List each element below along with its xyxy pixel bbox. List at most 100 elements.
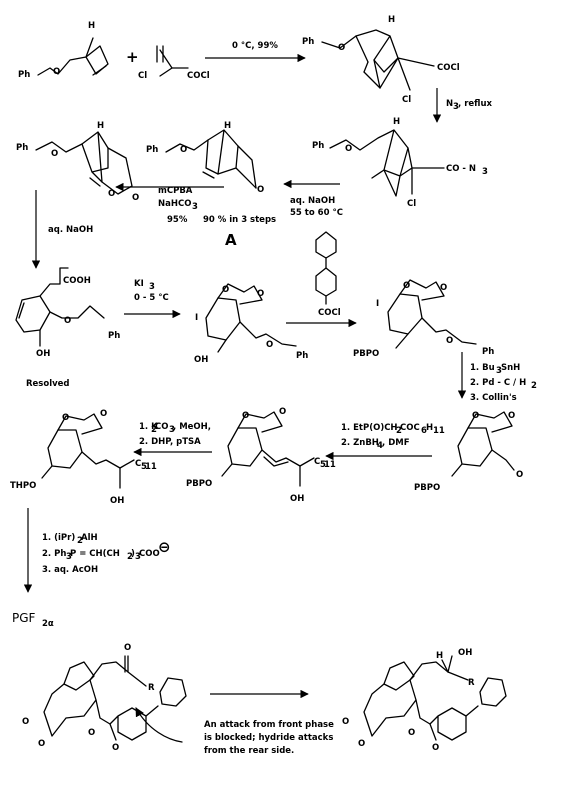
svg-text:3: 3	[496, 366, 502, 376]
svg-text:3: 3	[149, 282, 155, 292]
svg-text:3: 3	[192, 202, 198, 212]
svg-text:2: 2	[77, 536, 83, 546]
iodine-label: I	[195, 313, 198, 323]
svg-text:3: 3	[66, 552, 72, 562]
svg-text:11: 11	[145, 462, 157, 472]
benzyloxymethyl-cyclopentadiene: Ph O H	[18, 21, 109, 80]
arrow-step-1: 0 °C, 99%	[205, 41, 306, 63]
carboxylate-charge-icon: ⊖	[158, 538, 171, 556]
pbpo-label: PBPO	[414, 483, 440, 493]
oxygen-label: O	[22, 717, 29, 727]
oxygen-label: O	[51, 149, 58, 159]
svg-text:2: 2	[127, 552, 133, 562]
annotation-line: from the rear side.	[204, 746, 294, 756]
reagent-label: 2. Ph	[42, 549, 66, 559]
norbornene-acid-chloride: Ph O H COCl Cl	[302, 15, 460, 105]
svg-text:3: 3	[169, 425, 175, 435]
hydrogen-label: H	[88, 21, 95, 31]
arrow-step-10: 1. K 2 CO 3 , MeOH, 2. DHP, pTSA	[133, 422, 212, 457]
yield-label: 95%	[167, 215, 188, 225]
svg-text:2: 2	[531, 381, 537, 391]
arrow-step-2: N 3 , reflux	[432, 88, 492, 123]
arrow-step-11: 1. (iPr) 2 AlH 2. Ph 3 P = CH(CH 2 ) 3 C…	[23, 508, 171, 593]
r-group-label: R	[148, 683, 155, 693]
svg-text:4: 4	[377, 441, 383, 451]
reagent-label: KI	[134, 279, 144, 289]
hydrogen-label: H	[388, 15, 395, 25]
pgf-label: PGF	[12, 611, 36, 625]
reagent-label: 3. aq. AcOH	[42, 565, 98, 575]
oxygen-label: O	[53, 67, 60, 77]
acyl-chloride-label: COCl	[318, 308, 341, 318]
norbornene-acyl-azide: Ph O H CO - N 3 Cl	[312, 117, 488, 209]
pentyl-label: C	[314, 457, 320, 467]
svg-text:): )	[131, 549, 135, 559]
reagent-label: mCPBA	[158, 186, 193, 196]
hydroxyl-label: OH	[36, 349, 50, 359]
corey-aldehyde: O O O PBPO	[414, 411, 523, 493]
svg-text:COC: COC	[400, 423, 420, 433]
thpo-label: THPO	[10, 481, 36, 491]
svg-text:2: 2	[396, 426, 402, 436]
oxygen-label: O	[100, 409, 107, 419]
ph-label: Ph	[312, 141, 324, 151]
oxygen-label: O	[257, 289, 264, 299]
arrow-step-4: mCPBA NaHCO 3 95% 90 % in 3 steps	[115, 182, 276, 225]
hydrogen-label: H	[97, 121, 104, 131]
hydroxyl-label: OH	[458, 648, 472, 658]
plus-sign: +	[126, 48, 139, 66]
svg-text:3: 3	[453, 102, 459, 112]
svg-text:2α: 2α	[42, 619, 54, 629]
oxygen-label: O	[508, 411, 515, 421]
product-pgf2a: PGF 2α	[12, 611, 54, 629]
reagent-label: 0 °C, 99%	[232, 41, 278, 51]
svg-text:SnH: SnH	[501, 363, 520, 373]
hydroxyl-label: OH	[290, 494, 304, 504]
reagent-label: aq. NaOH	[290, 196, 335, 206]
resolved-hydroxy-acid: COOH O Ph OH Resolved	[15, 267, 120, 389]
reagent-label: 1. K	[139, 422, 158, 432]
oxygen-label: O	[408, 728, 415, 738]
yield-label: 90 % in 3 steps	[203, 215, 276, 225]
annotation-line: An attack from front phase	[204, 720, 334, 730]
oxygen-label: O	[257, 185, 264, 195]
annotation-text: An attack from front phase is blocked; h…	[204, 720, 334, 756]
oxygen-label: O	[338, 43, 345, 53]
chlorine-label: Cl	[407, 199, 416, 209]
hydrogen-label: H	[436, 651, 443, 661]
r-group-label: R	[468, 678, 475, 688]
hydrogen-label: H	[393, 117, 400, 127]
oxygen-label: O	[242, 411, 249, 421]
enone-reduced-lactone: O O PBPO C 5 11 OH	[186, 407, 336, 504]
ph-label: Ph	[482, 347, 494, 357]
oxygen-label: O	[112, 743, 119, 753]
reagent-label: 1. EtP(O)CH	[341, 423, 398, 433]
svg-text:, reflux: , reflux	[458, 99, 492, 109]
oxygen-label: O	[516, 470, 523, 480]
oxygen-label: O	[222, 285, 229, 295]
hydrogen-label: H	[224, 121, 231, 131]
reagent-label: 2. DHP, pTSA	[139, 437, 201, 447]
oxygen-label: O	[38, 739, 45, 749]
ph-label: Ph	[108, 331, 120, 341]
svg-text:AlH: AlH	[81, 533, 98, 543]
reagent-label: NaHCO	[158, 199, 191, 209]
svg-text:P = CH(CH: P = CH(CH	[70, 549, 120, 559]
arrow-step-3: aq. NaOH 55 to 60 °C	[283, 179, 343, 218]
compound-a-label: A	[225, 231, 237, 249]
svg-text:5: 5	[320, 460, 326, 470]
bicyclic-lactone: Ph O H O O	[16, 121, 139, 203]
chloroacryloyl-chloride: Cl COCl	[138, 45, 210, 81]
acyl-chloride-label: COCl	[437, 63, 460, 73]
svg-text:3: 3	[482, 167, 488, 177]
reagent-label: 1. (iPr)	[42, 533, 75, 543]
acyl-chloride-label: COCl	[187, 71, 210, 81]
reagent-label: 3. Collin's	[470, 393, 517, 403]
oxygen-label: O	[440, 283, 447, 293]
reagent-label: N	[446, 99, 453, 109]
svg-text:3: 3	[135, 552, 141, 562]
hydroxyl-label: OH	[194, 355, 208, 365]
arrow-step-5: aq. NaOH	[31, 190, 93, 269]
ph-label: Ph	[16, 143, 28, 153]
